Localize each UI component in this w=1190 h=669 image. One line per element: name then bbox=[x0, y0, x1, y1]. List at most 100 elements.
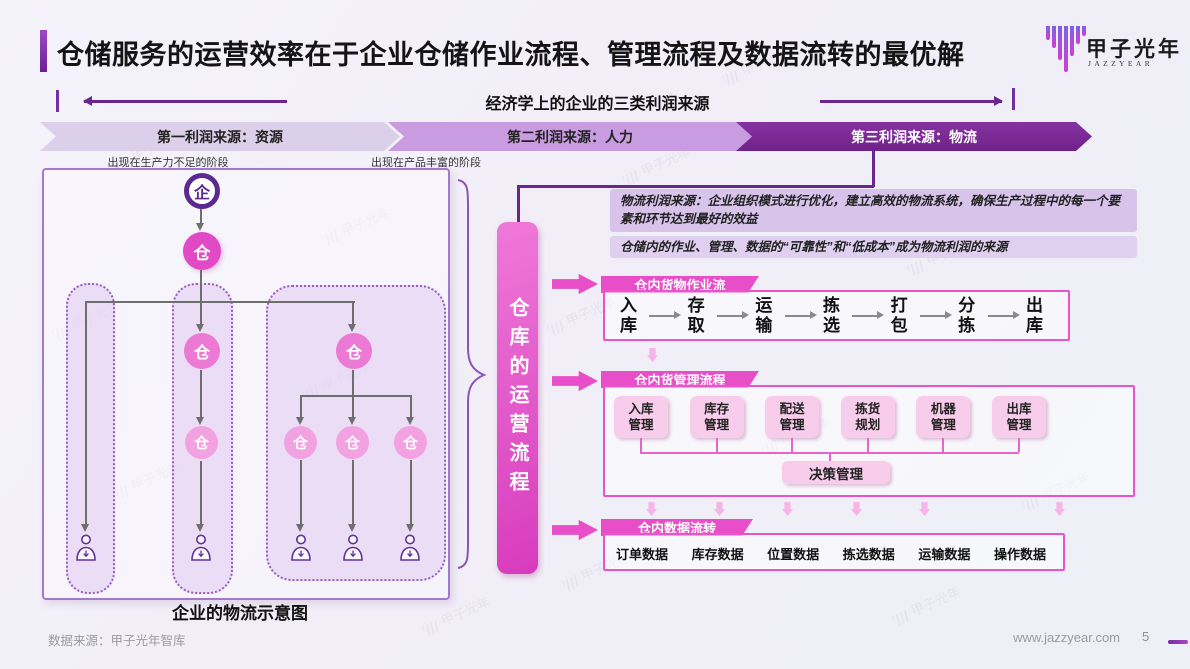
connector-line bbox=[200, 461, 202, 524]
note-reliability: 仓储内的作业、管理、数据的“可靠性”和“低成本”成为物流利润的来源 bbox=[610, 236, 1137, 258]
company-node: 企 bbox=[184, 173, 220, 209]
connector-line bbox=[517, 187, 520, 224]
arrowhead bbox=[196, 417, 204, 425]
arrowhead bbox=[348, 324, 356, 332]
note-logistics-profit: 物流利润来源：企业组织模式进行优化，建立高效的物流系统，确保生产过程中的每一个要… bbox=[610, 189, 1137, 232]
warehouse-node: 仓 bbox=[394, 426, 427, 459]
management-item: 拣货规划 bbox=[840, 396, 895, 438]
watermark-bars-icon bbox=[891, 609, 912, 627]
down-arrow-icon bbox=[714, 502, 725, 516]
warehouse-node: 仓 bbox=[184, 333, 220, 369]
flow-arrow-icon bbox=[784, 311, 817, 319]
down-arrow-icon bbox=[919, 502, 930, 516]
flow-arrow-icon bbox=[987, 311, 1020, 319]
connector-line bbox=[872, 151, 875, 187]
logistics-diagram-frame bbox=[42, 168, 450, 600]
section-label-work-flow: 仓内货物作业流 bbox=[601, 276, 759, 293]
dashed-group-left bbox=[66, 283, 115, 594]
block-arrow-icon bbox=[552, 519, 598, 541]
flow-step: 入库 bbox=[620, 296, 637, 335]
arrowhead bbox=[196, 324, 204, 332]
banner-caption-2: 出现在产品丰富的阶段 bbox=[371, 157, 481, 169]
arrowhead bbox=[406, 417, 414, 425]
watermark-bars-icon bbox=[621, 169, 642, 187]
flow-arrow-icon bbox=[716, 311, 749, 319]
connector-line bbox=[200, 270, 202, 302]
arrowhead bbox=[196, 223, 204, 231]
down-arrow-icon bbox=[646, 502, 657, 516]
connector-line bbox=[200, 370, 202, 418]
watermark-bars-icon bbox=[421, 619, 442, 637]
arrowhead bbox=[348, 417, 356, 425]
banner-profit-source-3: 第三利润来源：物流 bbox=[736, 122, 1092, 151]
warehouse-node: 仓 bbox=[185, 426, 218, 459]
down-arrow-icon bbox=[647, 348, 658, 362]
flow-step: 出库 bbox=[1025, 296, 1043, 335]
section-label-management: 仓内货管理流程 bbox=[601, 371, 759, 388]
watermark: 甲子光年 bbox=[889, 581, 963, 628]
management-item: 出库管理 bbox=[991, 396, 1046, 438]
connector-line bbox=[716, 438, 718, 452]
management-item: 机器管理 bbox=[916, 396, 971, 438]
flow-arrow-icon bbox=[919, 311, 952, 319]
management-row: 入库管理 库存管理 配送管理 拣货规划 机器管理 出库管理 bbox=[614, 396, 1046, 438]
connector-line bbox=[517, 185, 874, 188]
connector-line bbox=[352, 302, 354, 325]
connector-line bbox=[352, 370, 354, 396]
warehouse-node: 仓 bbox=[183, 232, 221, 270]
website-url: www.jazzyear.com bbox=[1013, 630, 1120, 645]
curly-brace bbox=[457, 179, 487, 569]
arrowhead bbox=[196, 524, 204, 532]
arrowhead bbox=[81, 524, 89, 532]
arrowhead bbox=[348, 524, 356, 532]
person-icon bbox=[343, 534, 363, 561]
block-arrow-icon bbox=[552, 273, 598, 295]
connector-line bbox=[200, 303, 202, 325]
brand-subname: JAZZYEAR bbox=[1088, 59, 1154, 68]
data-flow-items: 订单数据 库存数据 位置数据 拣选数据 运输数据 操作数据 bbox=[612, 541, 1050, 565]
connector-line bbox=[942, 438, 944, 452]
section-label-data-flow: 仓内数据流转 bbox=[601, 519, 753, 536]
person-icon bbox=[76, 534, 96, 561]
down-arrow-icon bbox=[851, 502, 862, 516]
data-item: 操作数据 bbox=[993, 546, 1046, 562]
arrowhead bbox=[296, 417, 304, 425]
flow-arrow-icon bbox=[649, 311, 682, 319]
connector-line bbox=[791, 438, 793, 452]
connector-line bbox=[829, 452, 831, 462]
right-tick bbox=[1012, 88, 1015, 110]
connector-line bbox=[410, 460, 412, 524]
connector-line bbox=[300, 395, 412, 397]
flow-step: 分拣 bbox=[958, 296, 976, 335]
connector-line bbox=[200, 209, 202, 225]
banner-caption-1: 出现在生产力不足的阶段 bbox=[107, 157, 229, 169]
arrowhead bbox=[406, 524, 414, 532]
data-item: 库存数据 bbox=[691, 546, 744, 562]
diagram-caption: 企业的物流示意图 bbox=[172, 604, 308, 623]
person-icon bbox=[400, 534, 420, 561]
left-arrow-line bbox=[83, 96, 287, 105]
page-title: 仓储服务的运营效率在于企业仓储作业流程、管理流程及数据流转的最优解 bbox=[57, 40, 965, 70]
data-item: 拣选数据 bbox=[842, 546, 895, 562]
person-icon bbox=[191, 534, 211, 561]
operation-flow-bar: 仓库的运营流程 bbox=[497, 222, 538, 574]
connector-line bbox=[85, 302, 87, 524]
flow-step: 存取 bbox=[687, 296, 705, 335]
connector-line bbox=[85, 301, 355, 303]
arrowhead bbox=[296, 524, 304, 532]
watermark-bars-icon bbox=[561, 574, 582, 592]
flow-step: 拣选 bbox=[822, 296, 840, 335]
warehouse-node: 仓 bbox=[336, 426, 369, 459]
decision-management-box: 决策管理 bbox=[782, 461, 890, 484]
page-number: 5 bbox=[1142, 629, 1150, 644]
person-icon bbox=[291, 534, 311, 561]
warehouse-node: 仓 bbox=[336, 333, 372, 369]
title-accent-bar bbox=[40, 30, 47, 72]
flow-step: 打包 bbox=[890, 296, 908, 335]
data-source-note: 数据来源：甲子光年智库 bbox=[48, 634, 186, 648]
connector-line bbox=[410, 396, 412, 418]
warehouse-node: 仓 bbox=[284, 426, 317, 459]
data-flow-box bbox=[603, 533, 1065, 571]
connector-line bbox=[352, 460, 354, 524]
